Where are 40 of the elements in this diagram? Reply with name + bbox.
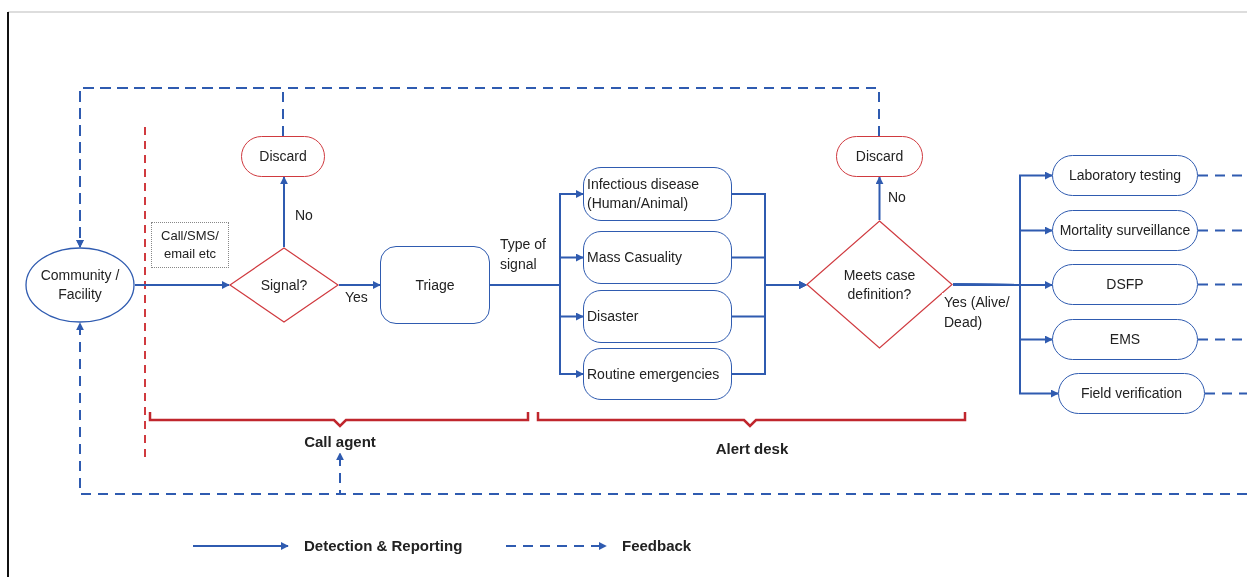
category-box	[583, 290, 732, 343]
node-label: Discard	[259, 147, 307, 166]
action-box	[1052, 210, 1198, 251]
node-label: Call/SMS/ email etc	[160, 227, 220, 263]
action-box	[1052, 264, 1198, 305]
feedback-arrow	[76, 87, 880, 248]
terminal-box	[241, 136, 325, 177]
group-label-text: Call agent	[304, 431, 376, 452]
node-label: Community / Facility	[39, 266, 121, 304]
node-label: Mortality surveillance	[1059, 221, 1191, 240]
flow-arrow	[731, 281, 807, 375]
node-label: Meets case definition?	[842, 265, 917, 304]
node-label: EMS	[1109, 330, 1141, 349]
flow-arrow	[134, 281, 230, 289]
flow-arrow	[280, 176, 288, 248]
node-label: Routine emergencies	[587, 364, 720, 384]
process-box	[380, 246, 490, 324]
terminal-box	[836, 136, 923, 177]
decision-diamond	[229, 247, 339, 323]
flow-arrow	[952, 283, 1059, 398]
node-label: Discard	[855, 147, 904, 166]
node-label: Triage	[415, 275, 455, 295]
action-box	[1052, 319, 1198, 360]
action-box	[1058, 373, 1205, 414]
node-label: Disaster	[587, 307, 639, 326]
node-label: Laboratory testing	[1068, 166, 1182, 185]
node-label: Mass Casuality	[587, 248, 682, 267]
node-label: Infectious disease (Human/Animal)	[587, 175, 701, 213]
node-label: Signal?	[260, 275, 308, 295]
start-ellipse	[25, 247, 135, 323]
category-box	[583, 231, 732, 284]
node-label: DSFP	[1106, 275, 1144, 294]
flow-arrow	[338, 281, 381, 289]
category-box	[583, 348, 732, 400]
node-label: Field verification	[1080, 384, 1183, 403]
flow-arrow	[875, 176, 884, 221]
category-box	[583, 167, 732, 221]
note-box	[151, 222, 229, 268]
flow-arrow	[489, 284, 584, 378]
action-box	[1052, 155, 1198, 196]
